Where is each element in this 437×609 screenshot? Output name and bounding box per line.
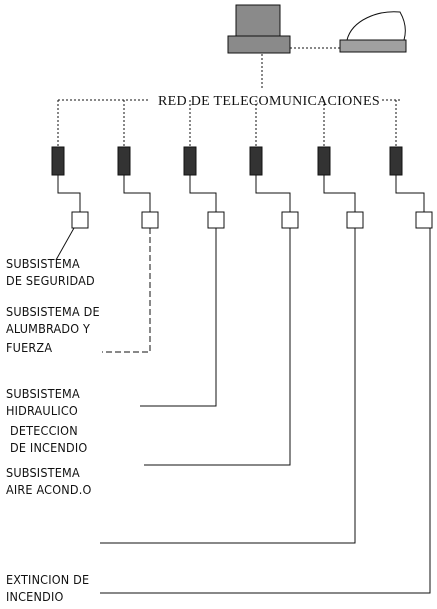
field-device-box bbox=[141, 211, 159, 229]
route-security bbox=[55, 227, 75, 261]
controller-link bbox=[57, 175, 81, 212]
field-device-box bbox=[207, 211, 225, 229]
subsystem-label-air-conditioning-2: AIRE ACOND.O bbox=[6, 482, 92, 497]
printer-body bbox=[339, 39, 407, 53]
subsystem-label-hydraulic-2: HIDRAULICO bbox=[6, 403, 78, 418]
controllers bbox=[51, 146, 403, 176]
subsystem-label-fire-extinction: EXTINCION DE bbox=[6, 572, 89, 587]
computer-base bbox=[227, 35, 291, 54]
network-label: RED DE TELECOMUNICACIONES bbox=[158, 94, 380, 109]
subsystem-label-hydraulic: SUBSISTEMA bbox=[6, 386, 80, 401]
field-device-box bbox=[281, 211, 299, 229]
controller-link bbox=[189, 175, 217, 212]
route-air-conditioning bbox=[100, 228, 356, 544]
field-devices bbox=[71, 211, 433, 229]
controller-unit bbox=[183, 146, 197, 176]
controller-link bbox=[255, 175, 291, 212]
subsystem-label-fire-detection-2: DE INCENDIO bbox=[10, 440, 87, 455]
controller-unit bbox=[51, 146, 65, 176]
field-device-box bbox=[415, 211, 433, 229]
subsystem-label-fire-detection: DETECCION bbox=[10, 423, 78, 438]
controller-link bbox=[395, 175, 425, 212]
subsystem-label-security-2: DE SEGURIDAD bbox=[6, 273, 95, 288]
field-device-box bbox=[71, 211, 89, 229]
controller-unit bbox=[249, 146, 263, 176]
subsystem-label-air-conditioning: SUBSISTEMA bbox=[6, 465, 80, 480]
subsystem-routes bbox=[55, 227, 431, 594]
controller-unit bbox=[317, 146, 331, 176]
printer bbox=[339, 11, 407, 53]
subsystem-label-lighting-2: ALUMBRADO Y bbox=[6, 321, 90, 336]
subsystem-label-security: SUBSISTEMA bbox=[6, 256, 80, 271]
controller-link bbox=[123, 175, 151, 212]
controller-unit bbox=[389, 146, 403, 176]
subsystem-label-lighting-3: FUERZA bbox=[6, 340, 52, 355]
route-fire-extinction bbox=[100, 228, 431, 594]
controller-link bbox=[323, 175, 356, 212]
controller-unit bbox=[117, 146, 131, 176]
field-device-box bbox=[346, 211, 364, 229]
route-lighting bbox=[102, 228, 151, 353]
central-computer bbox=[227, 4, 291, 54]
subsystem-label-lighting: SUBSISTEMA DE bbox=[6, 304, 100, 319]
subsystem-label-fire-extinction-2: INCENDIO bbox=[6, 589, 64, 604]
route-hydraulic bbox=[140, 228, 217, 407]
route-fire-detection bbox=[144, 228, 291, 466]
computer-monitor bbox=[235, 4, 281, 38]
controller-device-links bbox=[57, 175, 425, 212]
printer-paper bbox=[346, 11, 406, 41]
